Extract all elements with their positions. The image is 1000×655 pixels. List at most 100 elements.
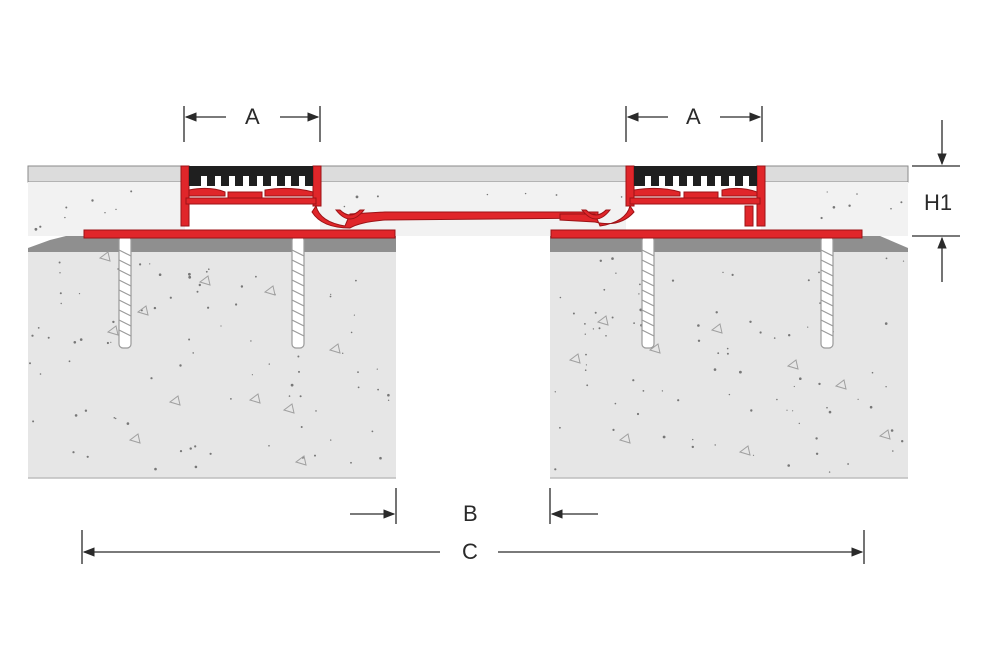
aggregate-speck bbox=[355, 279, 357, 282]
aggregate-speck bbox=[559, 426, 561, 429]
aggregate-speck bbox=[115, 417, 117, 420]
floor-layers bbox=[27, 165, 909, 252]
aggregate-stone bbox=[282, 403, 295, 414]
aggregate-speck bbox=[64, 216, 66, 219]
screed-left bbox=[28, 182, 185, 236]
aggregate-speck bbox=[59, 272, 61, 274]
aggregate-speck bbox=[759, 331, 762, 334]
aggregate-speck bbox=[787, 464, 790, 467]
aggregate-speck bbox=[330, 293, 332, 295]
aggregate-speck bbox=[169, 296, 172, 299]
aggregate-speck bbox=[330, 439, 332, 441]
aggregate-speck bbox=[524, 192, 527, 195]
aggregate-speck bbox=[207, 306, 210, 309]
aggregate-speck bbox=[79, 338, 83, 341]
aggregate-speck bbox=[343, 205, 346, 208]
aggregate-speck bbox=[869, 405, 873, 409]
aggregate-speck bbox=[486, 193, 489, 196]
aggregate-stone bbox=[168, 395, 181, 406]
aggregate-speck bbox=[584, 369, 587, 372]
aggregate-speck bbox=[209, 452, 212, 455]
aggregate-speck bbox=[636, 412, 640, 416]
aggregate-speck bbox=[250, 340, 252, 342]
aggregate-speck bbox=[126, 422, 130, 425]
aggregate-speck bbox=[39, 225, 42, 228]
aggregate-speck bbox=[890, 429, 894, 432]
dimension-label-a-left: A bbox=[245, 104, 260, 129]
aggregate-speck bbox=[29, 362, 31, 365]
aggregate-speck bbox=[798, 422, 800, 425]
aggregate-speck bbox=[584, 333, 586, 335]
aggregate-speck bbox=[722, 271, 724, 274]
aggregate-speck bbox=[153, 306, 157, 310]
aggregate-speck bbox=[620, 196, 623, 198]
aggregate-speck bbox=[104, 212, 106, 214]
aggregate-speck bbox=[788, 334, 791, 337]
aggregate-speck bbox=[555, 194, 558, 196]
aggregate-speck bbox=[371, 430, 374, 433]
aggregate-speck bbox=[179, 450, 183, 453]
aggregate-speck bbox=[39, 373, 42, 375]
aggregate-speck bbox=[892, 450, 894, 452]
aggregate-speck bbox=[379, 456, 382, 460]
top-finish-right bbox=[760, 165, 909, 183]
aggregate-speck bbox=[300, 426, 303, 428]
aggregate-speck bbox=[856, 193, 858, 195]
screw-2 bbox=[291, 235, 305, 349]
aggregate-speck bbox=[115, 208, 117, 211]
aggregate-speck bbox=[818, 382, 821, 386]
aggregate-stone bbox=[710, 323, 723, 334]
aggregate-speck bbox=[671, 279, 675, 282]
aggregate-speck bbox=[158, 273, 162, 277]
aggregate-speck bbox=[329, 295, 332, 298]
aggregate-speck bbox=[376, 195, 379, 198]
aggregate-speck bbox=[691, 445, 694, 449]
aggregate-speck bbox=[290, 383, 294, 387]
aggregate-speck bbox=[58, 261, 61, 264]
aggregate-speck bbox=[572, 312, 575, 315]
concrete-slabs bbox=[28, 252, 908, 479]
aggregate-speck bbox=[826, 191, 828, 193]
aggregate-speck bbox=[355, 195, 359, 199]
aggregate-speck bbox=[902, 260, 905, 262]
aggregate-stone bbox=[136, 305, 149, 316]
aggregate-speck bbox=[387, 393, 390, 397]
aggregate-speck bbox=[594, 311, 597, 314]
aggregate-speck bbox=[230, 398, 232, 400]
aggregate-speck bbox=[188, 338, 191, 341]
aggregate-stone bbox=[198, 275, 211, 286]
aggregate-speck bbox=[60, 302, 62, 305]
aggregate-stone bbox=[878, 429, 891, 440]
aggregate-stone bbox=[106, 325, 119, 336]
aggregate-speck bbox=[110, 341, 112, 343]
dimension-lines bbox=[81, 106, 960, 564]
aggregate-speck bbox=[739, 370, 742, 374]
aggregate-speck bbox=[235, 303, 238, 306]
aggregate-speck bbox=[728, 393, 731, 396]
aggregate-speck bbox=[638, 293, 640, 295]
aggregate-speck bbox=[47, 336, 50, 339]
aggregate-stone bbox=[834, 379, 847, 390]
aggregate-speck bbox=[113, 417, 116, 419]
anchor-screws bbox=[118, 235, 834, 349]
aggregate-speck bbox=[78, 293, 81, 295]
screw-1 bbox=[118, 235, 132, 349]
aggregate-speck bbox=[59, 292, 62, 295]
aggregate-speck bbox=[65, 206, 68, 209]
aggregate-speck bbox=[268, 445, 270, 447]
top-finish-middle bbox=[319, 165, 627, 183]
aggregate-stone bbox=[648, 343, 661, 354]
aggregate-speck bbox=[713, 368, 717, 371]
aggregate-speck bbox=[585, 364, 588, 366]
aggregate-speck bbox=[585, 353, 587, 356]
aggregate-stone bbox=[596, 315, 609, 326]
red-profile bbox=[83, 165, 863, 239]
aggregate-speck bbox=[179, 364, 182, 367]
screw-3 bbox=[641, 235, 655, 349]
aggregate-speck bbox=[612, 428, 615, 431]
aggregate-speck bbox=[31, 334, 34, 337]
aggregate-speck bbox=[357, 371, 359, 373]
aggregate-speck bbox=[828, 471, 831, 473]
